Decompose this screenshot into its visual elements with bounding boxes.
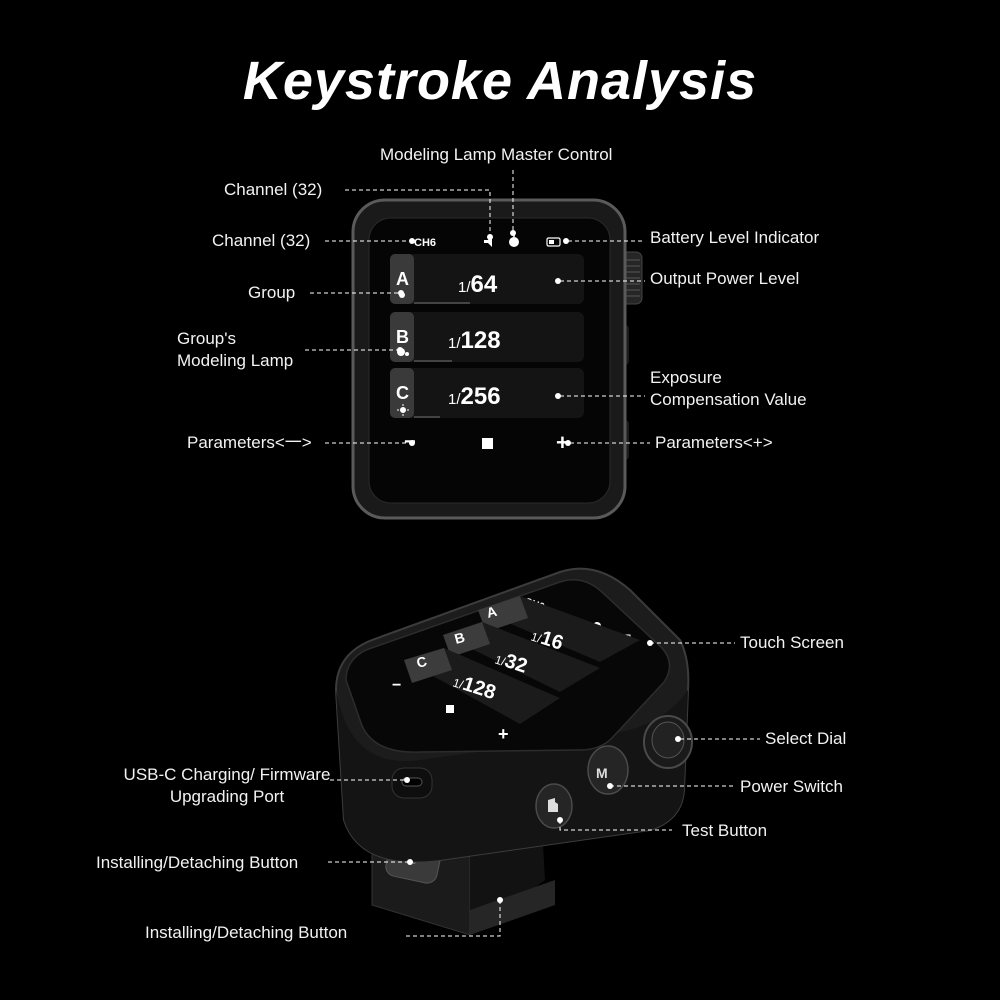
- page-title: Keystroke Analysis: [242, 51, 758, 111]
- label-touch-screen: Touch Screen: [740, 633, 844, 652]
- bulb-icon: [397, 404, 409, 416]
- power-switch[interactable]: M: [587, 745, 629, 795]
- label-param-plus: Parameters<+>: [655, 433, 773, 452]
- label-usb-c: USB-C Charging/ Firmware Upgrading Port: [123, 765, 331, 806]
- label-select-dial: Select Dial: [765, 729, 847, 748]
- label-install-1: Installing/Detaching Button: [96, 853, 299, 872]
- power-mode-icon: M: [596, 765, 608, 781]
- group-row-bottom-c[interactable]: [404, 648, 560, 724]
- power-value-c: 1/256: [448, 383, 501, 410]
- label-group: Group: [248, 283, 296, 302]
- group-letter-bottom-b: B: [453, 629, 467, 647]
- label-test-button: Test Button: [682, 821, 768, 840]
- label-battery: Battery Level Indicator: [650, 228, 820, 247]
- label-channel-1: Channel (32): [224, 180, 323, 199]
- label-output-power: Output Power Level: [650, 269, 800, 288]
- stop-button-bottom[interactable]: [446, 705, 454, 713]
- label-modeling-lamp-master: Modeling Lamp Master Control: [380, 145, 613, 164]
- plus-button-bottom[interactable]: +: [498, 724, 509, 744]
- select-dial[interactable]: [643, 715, 693, 769]
- usb-port-icon[interactable]: [391, 767, 433, 799]
- stop-button[interactable]: [482, 438, 493, 449]
- test-hand-icon: [548, 798, 558, 812]
- label-group-modeling-lamp: Group's Modeling Lamp: [177, 329, 294, 370]
- label-power-switch: Power Switch: [740, 777, 843, 796]
- group-letter-c: C: [396, 383, 409, 403]
- power-value-b: 1/128: [448, 327, 501, 354]
- group-row-b[interactable]: [390, 312, 584, 362]
- group-letter-bottom-a: A: [485, 603, 499, 621]
- group-letter-a: A: [396, 269, 409, 289]
- group-row-bottom-b[interactable]: [443, 622, 600, 692]
- group-letter-bottom-c: C: [415, 653, 429, 671]
- label-install-2: Installing/Detaching Button: [145, 923, 348, 942]
- group-row-bottom-a[interactable]: [478, 596, 640, 662]
- label-exposure-comp: Exposure Compensation Value: [650, 368, 807, 409]
- battery-icon: [546, 237, 561, 247]
- group-row-c[interactable]: [390, 368, 584, 418]
- plus-button[interactable]: +: [556, 430, 569, 455]
- label-param-minus: Parameters<一>: [187, 433, 312, 452]
- group-letter-b: B: [396, 327, 409, 347]
- label-channel-2: Channel (32): [212, 231, 311, 250]
- channel-indicator: CH6: [414, 237, 436, 249]
- minus-button-bottom[interactable]: −: [392, 677, 401, 694]
- power-value-a: 1/64: [458, 271, 498, 298]
- group-row-a[interactable]: [390, 254, 584, 304]
- test-button[interactable]: [535, 783, 573, 829]
